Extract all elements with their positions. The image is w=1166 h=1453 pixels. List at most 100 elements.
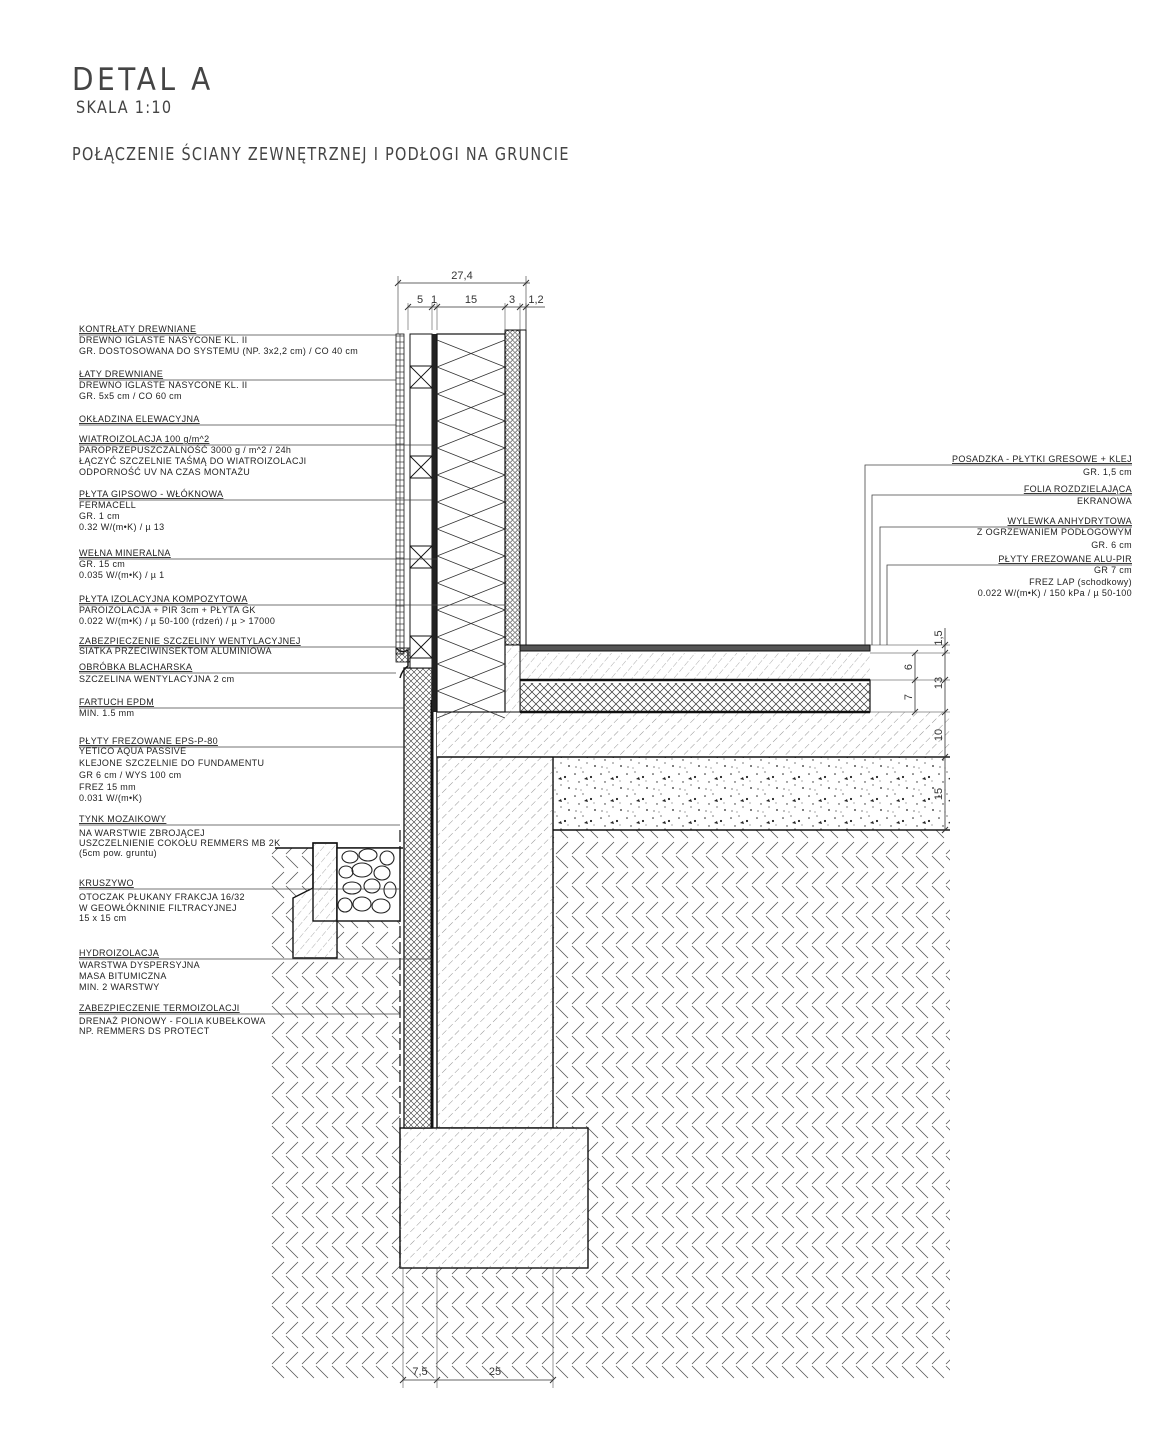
label-heading: WEŁNA MINERALNA <box>79 548 171 558</box>
wall-label-9: OBRÓBKA BLACHARSKA SZCZELINA WENTYLACYJNA… <box>79 662 396 684</box>
dimension-value: 1 <box>431 294 437 306</box>
river-stone <box>352 896 372 912</box>
dimension-value: 5 <box>417 294 423 306</box>
leader-line <box>864 464 1132 645</box>
dimension-tick <box>911 708 919 716</box>
label-heading: ZABEZPIECZENIE SZCZELINY WENTYLACYJNEJ <box>79 636 301 646</box>
label-heading: WYLEWKA ANHYDRYTOWA <box>1007 516 1132 526</box>
wall-label-7: PŁYTA IZOLACYJNA KOMPOZYTOWAPAROIZOLACJA… <box>79 594 505 626</box>
river-stone <box>373 865 391 881</box>
dimension-value: 1,5 <box>933 630 945 645</box>
dimension-tick <box>911 676 919 684</box>
dimension-value: 15 <box>465 294 477 306</box>
label-line: MIN. 2 WARSTWY <box>79 982 160 992</box>
dimension-tick <box>941 641 949 649</box>
label-heading: PŁYTA IZOLACYJNA KOMPOZYTOWA <box>79 594 248 604</box>
label-line: PAROIZOLACJA + PIR 3cm + PŁYTA GK <box>79 605 256 615</box>
label-line: 0.32 W/(m•K) / µ 13 <box>79 522 165 532</box>
label-heading: HYDROIZOLACJA <box>79 948 159 958</box>
wall-label-8: ZABEZPIECZENIE SZCZELINY WENTYLACYJNEJSI… <box>79 636 396 656</box>
label-heading: PŁYTY FREZOWANE ALU-PIR <box>998 554 1132 564</box>
label-line: 0.022 W/(m•K) / µ 50-100 (rdzeń) / µ > 1… <box>79 616 275 626</box>
leader-line <box>871 494 1132 645</box>
label-heading: POSADZKA - PŁYTKI GRESOWE + KLEJ <box>952 454 1132 464</box>
label-line: NA WARSTWIE ZBROJĄCEJ <box>79 828 205 838</box>
concrete-slab <box>437 712 950 757</box>
label-line: 0.035 W/(m•K) / µ 1 <box>79 570 165 580</box>
leader-line <box>886 564 1132 645</box>
label-line: FREZ LAP (schodkowy) <box>1029 577 1132 587</box>
label-line: (5cm pow. gruntu) <box>79 848 157 858</box>
label-line: GR. 1,5 cm <box>1083 467 1132 477</box>
label-line: SZCZELINA WENTYLACYJNA 2 cm <box>79 674 234 684</box>
label-line: GR. DOSTOSOWANA DO SYSTEMU (NP. 3x2,2 cm… <box>79 346 358 356</box>
label-heading: FARTUCH EPDM <box>79 697 154 707</box>
label-heading: WIATROIZOLACJA 100 g/m^2 <box>79 434 210 444</box>
label-line: GR. 5x5 cm / CO 60 cm <box>79 391 182 401</box>
label-line: DREWNO IGLASTE NASYCONE KL. II <box>79 335 248 345</box>
label-line: WARSTWA DYSPERSYJNA <box>79 960 200 970</box>
dimension-tick <box>941 753 949 761</box>
label-line: USZCZELNIENIE COKOŁU REMMERS MB 2K <box>79 838 280 848</box>
gravel-strip <box>336 847 401 922</box>
mineral-wool <box>436 333 506 713</box>
dimension-tick <box>394 279 402 287</box>
dimension-value: 1,2 <box>528 294 543 306</box>
label-line: MASA BITUMICZNA <box>79 971 167 981</box>
footing-hatch <box>400 1128 588 1268</box>
pir-floor-insulation <box>520 683 870 711</box>
label-line: W GEOWŁÓKNINIE FILTRACYJNEJ <box>79 903 237 913</box>
dimension-value: 10 <box>933 729 945 741</box>
label-heading: KRUSZYWO <box>79 878 134 888</box>
label-line: 0.031 W/(m•K) <box>79 793 142 803</box>
dimension-tick <box>522 279 530 287</box>
floor-label-1: POSADZKA - PŁYTKI GRESOWE + KLEJ GR. 1,5 … <box>864 454 1132 645</box>
drawing-scale: SKALA 1:10 <box>76 98 173 118</box>
dimension-value: 3 <box>509 294 515 306</box>
label-heading: ŁATY DREWNIANE <box>79 369 163 379</box>
ground-hatch-right <box>553 830 950 1380</box>
label-line: GR. 6 cm <box>1091 540 1132 550</box>
label-line: DREWNO IGLASTE NASYCONE KL. II <box>79 380 248 390</box>
edge-insulation-hatch <box>505 645 520 712</box>
wall-label-4: WIATROIZOLACJA 100 g/m^2PAROPRZEPUSZCZAL… <box>79 434 432 477</box>
wall-label-3: OKŁADZINA ELEWACYJNA <box>79 414 396 426</box>
label-line: OTOCZAK PŁUKANY FRAKCJA 16/32 <box>79 892 245 902</box>
dimension-value: 15 <box>933 788 945 800</box>
dimension-value: 7 <box>903 694 915 700</box>
label-line: GR. 15 cm <box>79 559 125 569</box>
label-line: DRENAŻ PIONOWY - FOLIA KUBEŁKOWA <box>79 1016 266 1026</box>
curb-hatch <box>293 843 337 958</box>
river-stone <box>371 898 391 914</box>
label-line: MIN. 1.5 mm <box>79 708 134 718</box>
label-line: GR. 1 cm <box>79 511 120 521</box>
label-line: 0.022 W/(m•K) / 150 kPa / µ 50-100 <box>978 588 1132 598</box>
ground-hatch-bottom <box>400 1268 588 1380</box>
label-line: NP. REMMERS DS PROTECT <box>79 1026 210 1036</box>
label-heading: PŁYTA GIPSOWO - WŁÓKNOWA <box>79 489 223 499</box>
label-line: FERMACELL <box>79 500 136 510</box>
insect-mesh <box>395 647 411 663</box>
eps-hatch <box>404 668 432 1128</box>
label-heading: KONTRŁATY DREWNIANE <box>79 324 196 334</box>
leader-line <box>879 526 1132 645</box>
dimension-value: 6 <box>903 664 915 670</box>
river-stone <box>358 848 378 862</box>
dimension-tick <box>941 649 949 657</box>
label-line: Z OGRZEWANIEM PODŁOGOWYM <box>977 527 1132 537</box>
label-heading: OBRÓBKA BLACHARSKA <box>79 662 192 672</box>
label-line: YETICO AQUA PASSIVE <box>79 746 187 756</box>
wall-label-13: KRUSZYWO OTOCZAK PŁUKANY FRAKCJA 16/32W G… <box>79 878 400 923</box>
label-line: GR 6 cm / WYS 100 cm <box>79 770 182 780</box>
label-line: ODPORNOŚĆ UV NA CZAS MONTAŻU <box>79 466 250 477</box>
dimension-tick <box>911 649 919 657</box>
label-line: SIATKA PRZECIWINSEKTOM ALUMINIOWA <box>79 646 272 656</box>
